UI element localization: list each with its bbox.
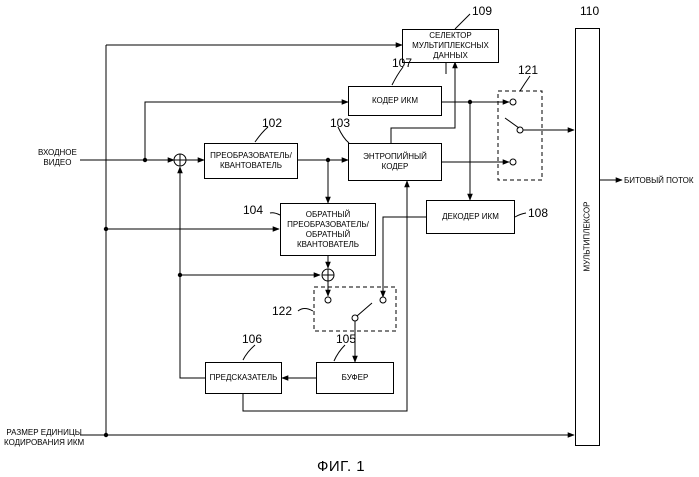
unit-size-label: РАЗМЕР ЕДИНИЦЫ КОДИРОВАНИЯ ИКМ bbox=[4, 428, 84, 448]
line-decoder-to-switch bbox=[383, 217, 426, 297]
ref-108: 108 bbox=[528, 206, 548, 220]
buffer-block: БУФЕР bbox=[316, 362, 394, 394]
ref-103: 103 bbox=[330, 116, 350, 130]
junction-dot bbox=[178, 273, 182, 277]
junction-dot bbox=[104, 227, 108, 231]
line-predictor-to-adder bbox=[180, 167, 205, 378]
leader-104 bbox=[270, 213, 280, 215]
leader-122 bbox=[298, 309, 313, 312]
switch-121-contact-top bbox=[510, 99, 516, 105]
ref-104: 104 bbox=[243, 203, 263, 217]
input-video-label: ВХОДНОЕ ВИДЕО bbox=[38, 148, 77, 168]
switch-122-contact-right bbox=[380, 297, 386, 303]
switch-122-contact-left bbox=[325, 297, 331, 303]
transform-quantizer-block: ПРЕОБРАЗОВАТЕЛЬ/ КВАНТОВАТЕЛЬ bbox=[204, 143, 298, 179]
ref-102: 102 bbox=[262, 116, 282, 130]
ref-109: 109 bbox=[472, 4, 492, 18]
leader-108 bbox=[515, 213, 526, 217]
junction-dot bbox=[326, 158, 330, 162]
bitstream-label: БИТОВЫЙ ПОТОК bbox=[624, 176, 694, 186]
switch-121-box bbox=[498, 91, 542, 180]
switch-121-contact-bottom bbox=[510, 159, 516, 165]
multiplexer-label: МУЛЬТИПЛЕКСОР bbox=[583, 197, 592, 277]
ref-121: 121 bbox=[518, 63, 538, 77]
junction-dot bbox=[143, 158, 147, 162]
leader-105 bbox=[334, 345, 345, 361]
ref-110: 110 bbox=[580, 4, 599, 18]
ref-122: 122 bbox=[272, 304, 292, 318]
ref-107: 107 bbox=[392, 56, 412, 70]
ref-105: 105 bbox=[336, 332, 356, 346]
switch-121-common bbox=[517, 127, 523, 133]
leader-109 bbox=[455, 14, 470, 29]
switch-121-blade bbox=[505, 118, 519, 128]
pcm-decoder-block: ДЕКОДЕР ИКМ bbox=[426, 200, 515, 234]
switch-122-blade bbox=[357, 303, 372, 316]
figure-caption: ФИГ. 1 bbox=[317, 458, 365, 475]
junction-dot bbox=[468, 100, 472, 104]
entropy-encoder-block: ЭНТРОПИЙНЫЙ КОДЕР bbox=[348, 143, 442, 181]
ref-106: 106 bbox=[242, 332, 262, 346]
selector-block: СЕЛЕКТОР МУЛЬТИПЛЕКСНЫХ ДАННЫХ bbox=[402, 29, 499, 63]
inverse-transform-block: ОБРАТНЫЙ ПРЕОБРАЗОВАТЕЛЬ/ ОБРАТНЫЙ КВАНТ… bbox=[280, 203, 376, 256]
junction-dot bbox=[104, 433, 108, 437]
leader-121 bbox=[520, 76, 530, 91]
predictor-block: ПРЕДСКАЗАТЕЛЬ bbox=[205, 362, 282, 394]
pcm-encoder-block: КОДЕР ИКМ bbox=[348, 86, 442, 116]
leader-106 bbox=[243, 345, 255, 360]
